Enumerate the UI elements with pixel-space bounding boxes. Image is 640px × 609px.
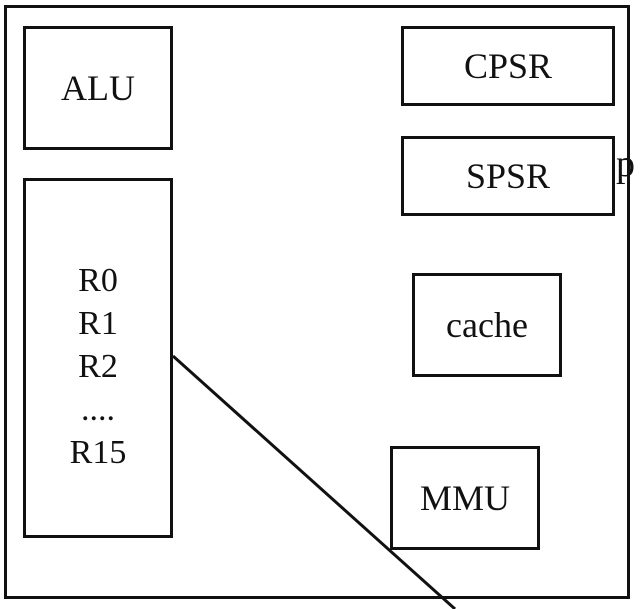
- alu-box: ALU: [23, 26, 173, 150]
- register-r2-label: R2: [78, 348, 118, 385]
- cache-box: cache: [412, 273, 562, 377]
- cpsr-label: CPSR: [463, 46, 553, 86]
- register-to-bus-line: [171, 354, 457, 609]
- register-bank-box: R0 R1 R2 .... R15: [23, 178, 173, 538]
- register-list: R0 R1 R2 .... R15: [70, 259, 127, 474]
- register-r0-label: R0: [78, 262, 118, 299]
- register-ellipsis-label: ....: [81, 391, 115, 428]
- cpsr-box: CPSR: [401, 26, 615, 106]
- spsr-label: SPSR: [465, 156, 551, 196]
- mmu-label: MMU: [419, 478, 511, 518]
- cache-label: cache: [446, 305, 528, 345]
- edge-letter: p: [616, 143, 635, 185]
- alu-label: ALU: [61, 68, 135, 108]
- processor-frame: [4, 5, 630, 599]
- register-r15-label: R15: [69, 434, 127, 471]
- spsr-box: SPSR: [401, 136, 615, 216]
- mmu-box: MMU: [390, 446, 540, 550]
- register-r1-label: R1: [78, 305, 118, 342]
